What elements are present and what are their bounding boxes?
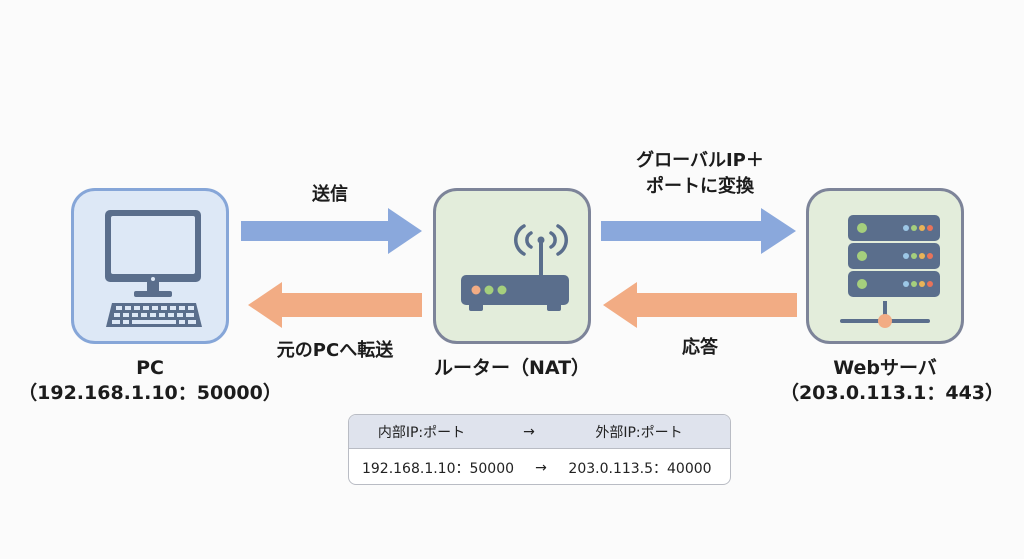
pc-node [71,188,229,344]
server-address: （203.0.113.1：443） [779,382,1005,404]
translate-label-line1: グローバルIP＋ [636,150,764,171]
router-label: ルーター（NAT） [433,357,591,379]
translate-arrow [601,208,796,254]
router-node [433,188,591,344]
forward-to-pc-label: 元のPCへ転送 [276,340,394,361]
server-label: Webサーバ [833,357,937,379]
pc-label: PC [136,357,164,379]
pc-address: （192.168.1.10：50000） [18,382,282,404]
header-internal: 内部IP:ポート [377,424,466,441]
nat-table-header: 内部IP:ポート → 外部IP:ポート [349,415,730,449]
header-external: 外部IP:ポート [595,424,683,441]
row-internal: 192.168.1.10：50000 [361,460,515,477]
send-arrow [241,208,422,254]
send-label: 送信 [312,184,348,205]
row-arrow-icon: → [535,459,547,476]
response-label: 応答 [682,337,718,358]
server-node [806,188,964,344]
nat-table-row: 192.168.1.10：50000 → 203.0.113.5：40000 [349,449,730,484]
wifi-router-icon [461,224,569,311]
row-external: 203.0.113.5：40000 [568,460,712,477]
translate-label-line2: ポートに変換 [646,176,754,197]
response-arrow [603,282,797,328]
forward-to-pc-arrow [248,282,422,328]
desktop-computer-icon [105,210,202,327]
nat-translation-table: 内部IP:ポート → 外部IP:ポート 192.168.1.10：50000 →… [348,414,731,485]
server-rack-icon [840,215,940,328]
header-arrow-icon: → [523,423,535,440]
